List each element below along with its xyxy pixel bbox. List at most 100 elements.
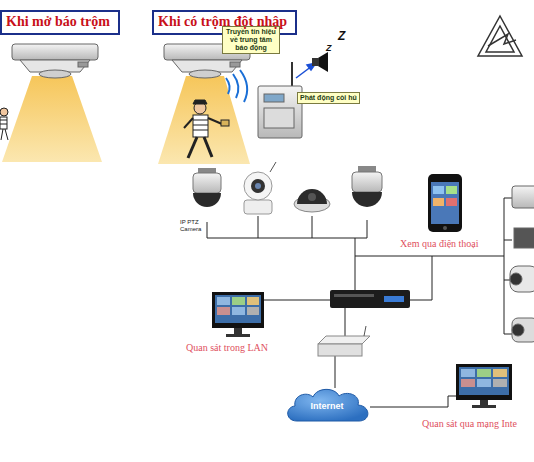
thief-figure xyxy=(193,120,208,121)
thief-figure xyxy=(0,108,8,116)
internet-monitor xyxy=(477,379,491,387)
alarm-panel xyxy=(264,108,294,128)
lan-monitor xyxy=(212,292,264,328)
ceiling-sensor xyxy=(230,62,240,67)
wire xyxy=(345,308,346,338)
smartphone xyxy=(428,174,462,232)
internet-monitor xyxy=(461,379,475,387)
dome-camera xyxy=(294,189,330,212)
wire xyxy=(504,198,512,199)
ptz-camera xyxy=(352,172,382,192)
node-text: Khi mở báo trộm xyxy=(6,14,110,30)
smartphone xyxy=(433,198,444,206)
wifi-camera xyxy=(251,179,265,193)
thief-figure xyxy=(221,120,229,126)
box-camera xyxy=(510,186,534,342)
logo xyxy=(478,16,522,56)
thief-figure xyxy=(0,120,7,121)
thief-figure xyxy=(193,100,207,104)
router xyxy=(318,336,370,344)
internet-monitor xyxy=(493,379,507,387)
light-cone xyxy=(2,76,102,162)
ptz-camera xyxy=(193,193,221,207)
wire xyxy=(355,238,356,290)
smartphone xyxy=(446,198,457,206)
node-text: Phát động còi hú xyxy=(300,94,357,102)
dvr-recorder xyxy=(334,294,374,297)
cloud-shape xyxy=(288,389,368,421)
smartphone xyxy=(443,226,447,230)
thief-figure xyxy=(204,137,212,157)
lan-monitor xyxy=(234,328,242,334)
wire xyxy=(367,220,368,238)
router xyxy=(318,344,362,356)
ptz-camera xyxy=(352,192,382,207)
lan-monitor xyxy=(217,297,230,305)
wire xyxy=(370,396,456,407)
box-camera xyxy=(512,186,534,208)
sleep-symbol: Z xyxy=(326,44,332,53)
wire xyxy=(258,216,259,238)
lan-monitor xyxy=(217,307,230,315)
wireless-signal xyxy=(233,74,238,98)
wire xyxy=(504,334,512,335)
callout-box: Truyền tín hiệu về trung tâm báo động xyxy=(222,26,280,54)
ceiling-sensor xyxy=(12,44,98,60)
device-label: IP PTZ Camera xyxy=(180,219,210,233)
wifi-camera xyxy=(270,162,276,172)
wire xyxy=(312,216,313,238)
wifi-camera xyxy=(244,162,276,214)
thief-figure xyxy=(193,115,208,137)
smartphone xyxy=(433,186,444,194)
internet-monitor xyxy=(459,367,509,395)
alarm-panel xyxy=(258,62,302,138)
lan-monitor xyxy=(212,292,264,337)
thief-figure xyxy=(1,129,3,140)
ceiling-sensor xyxy=(12,44,250,78)
ceiling-sensor xyxy=(39,70,71,78)
smartphone xyxy=(428,174,462,232)
wireless-signal xyxy=(226,78,230,94)
lan-monitor xyxy=(215,295,261,323)
router xyxy=(318,326,370,356)
dome-camera xyxy=(308,193,316,201)
dvr-recorder xyxy=(330,290,410,308)
ptz-camera xyxy=(193,168,221,207)
wire xyxy=(335,356,336,388)
internet-monitor xyxy=(472,405,496,408)
ceiling-sensor xyxy=(189,70,221,78)
smartphone xyxy=(431,182,459,224)
box-camera xyxy=(510,266,534,292)
ptz-camera xyxy=(193,173,221,193)
device-label: Quan sát qua mạng Inte xyxy=(422,418,517,430)
lan-monitor xyxy=(232,297,245,305)
node-text: Truyền tín hiệu về trung tâm báo động xyxy=(225,28,277,52)
lan-monitor xyxy=(247,307,259,315)
box-camera xyxy=(510,273,522,285)
callout-box: Phát động còi hú xyxy=(297,92,360,104)
logo xyxy=(488,34,516,46)
alarm-panel xyxy=(264,94,284,102)
smartphone xyxy=(446,186,457,194)
wifi-camera xyxy=(244,200,272,214)
thief-figure xyxy=(208,118,222,124)
siren-icon xyxy=(312,58,319,66)
dome-camera xyxy=(297,189,327,204)
thief-figure xyxy=(0,100,229,158)
box-camera xyxy=(512,318,534,342)
ptz-camera xyxy=(358,166,376,172)
internet-monitor xyxy=(480,400,488,405)
internet-monitor xyxy=(461,369,475,377)
device-label: Quan sát trong LAN xyxy=(186,342,268,354)
wire xyxy=(355,256,504,257)
wire xyxy=(207,198,512,407)
siren-icon xyxy=(312,52,328,72)
lan-monitor xyxy=(247,297,259,305)
wire xyxy=(207,222,367,238)
wire xyxy=(410,256,432,300)
thief-figure xyxy=(184,118,193,128)
wire xyxy=(504,240,512,241)
internet-monitor xyxy=(477,369,491,377)
